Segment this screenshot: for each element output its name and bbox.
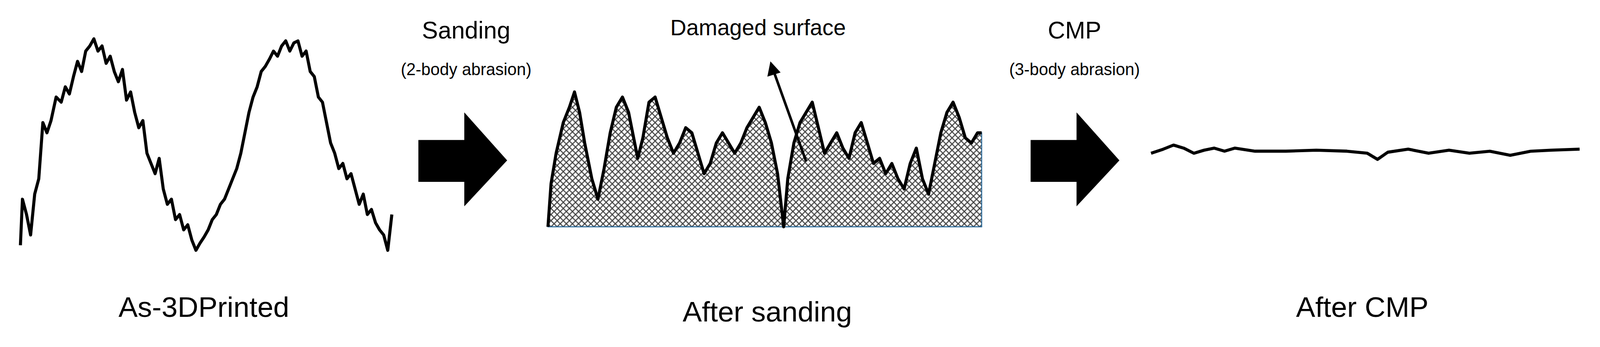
step-label: Sanding <box>422 17 511 44</box>
block-arrow <box>1030 112 1120 207</box>
stage-label: As-3DPrinted <box>118 290 290 323</box>
block-arrow <box>418 112 508 207</box>
leader-arrowhead <box>767 61 781 77</box>
step-note: (2-body abrasion) <box>400 60 532 79</box>
stage-label: After sanding <box>682 295 852 328</box>
polished-profile <box>1150 145 1580 160</box>
stage-label: After CMP <box>1296 290 1429 323</box>
step-label: CMP <box>1047 17 1102 44</box>
callout-label: Damaged surface <box>670 15 847 41</box>
printed-profile <box>20 38 393 251</box>
step-note: (3-body abrasion) <box>1009 60 1140 79</box>
leader-line <box>774 73 806 162</box>
sanded-profile <box>548 91 982 227</box>
sanded-body <box>548 91 982 227</box>
